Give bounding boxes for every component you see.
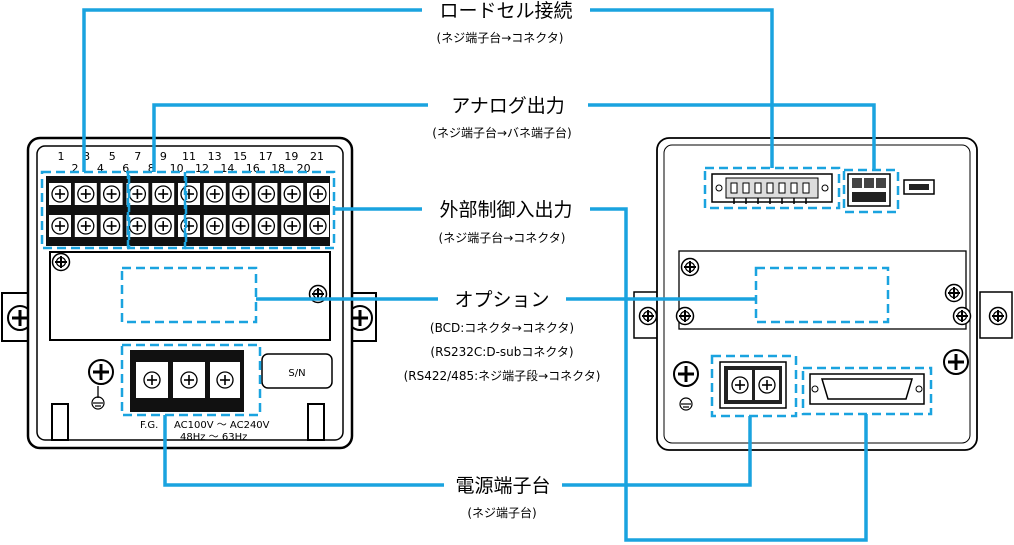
loadcell-connector — [711, 173, 833, 204]
fg-label: F.G. — [140, 420, 158, 431]
loadcell-sub: (ネジ端子台→コネクタ) — [437, 30, 564, 45]
terminal-screw-icon — [206, 217, 224, 235]
option-title: オプション — [454, 289, 549, 311]
terminal-screw-icon — [102, 217, 121, 235]
terminal-screw-icon — [283, 217, 302, 235]
option-sub-rs232c: (RS232C:D-subコネクタ) — [430, 345, 573, 359]
option-sub-bcd: (BCD:コネクタ→コネクタ) — [430, 321, 574, 335]
pin-number: 6 — [122, 162, 129, 175]
analog-spring-terminal — [847, 173, 891, 207]
terminal-screw-icon — [128, 185, 147, 203]
terminal-screw-icon — [51, 217, 69, 235]
pin-number: 1 — [58, 150, 65, 163]
terminal-screw-icon — [154, 217, 172, 235]
terminal-screw-icon — [283, 185, 302, 203]
pin-number: 13 — [208, 150, 222, 163]
screw-terminal-block — [46, 176, 330, 246]
terminal-screw-icon — [257, 185, 276, 203]
terminal-screw-icon — [154, 185, 172, 203]
voltage-label: AC100V ～ AC240V — [174, 420, 270, 431]
pin-number: 19 — [284, 150, 298, 163]
pin-number: 4 — [97, 162, 104, 175]
pin-number: 21 — [310, 150, 324, 163]
option-sub-rs422: (RS422/485:ネジ端子段→コネクタ) — [404, 368, 601, 383]
terminal-screw-icon — [309, 217, 327, 235]
terminal-screw-icon — [102, 185, 121, 203]
terminal-screw-icon — [231, 217, 250, 235]
terminal-screw-icon — [77, 185, 95, 203]
power-terminal-right — [719, 361, 787, 409]
dsub-connector — [809, 373, 925, 405]
power-sub: (ネジ端子台) — [467, 505, 536, 520]
terminal-screw-icon — [206, 185, 224, 203]
serial-label: S/N — [288, 368, 305, 379]
terminal-screw-icon — [180, 185, 198, 203]
power-terminal-block — [130, 350, 244, 412]
pin-number: 17 — [259, 150, 273, 163]
pin-number: 7 — [134, 150, 141, 163]
power-title: 電源端子台 — [455, 475, 550, 497]
pin-number: 8 — [148, 162, 155, 175]
analog-sub: (ネジ端子台→バネ端子台) — [432, 125, 571, 140]
pin-number: 2 — [72, 162, 79, 175]
terminal-screw-icon — [309, 185, 327, 203]
external-sub: (ネジ端子台→コネクタ) — [439, 230, 566, 245]
pin-number: 5 — [109, 150, 116, 163]
loadcell-title: ロードセル接続 — [439, 0, 572, 22]
terminal-screw-icon — [51, 185, 69, 203]
pin-number: 9 — [160, 150, 167, 163]
external-title: 外部制御入出力 — [439, 199, 572, 221]
analog-title: アナログ出力 — [451, 95, 565, 117]
right-rear-panel — [633, 137, 1013, 451]
terminal-screw-icon — [128, 217, 147, 235]
frequency-label: 48Hz ～ 63Hz — [180, 432, 247, 443]
terminal-screw-icon — [77, 217, 95, 235]
terminal-screw-icon — [231, 185, 250, 203]
pin-number: 15 — [233, 150, 247, 163]
terminal-screw-icon — [180, 217, 198, 235]
terminal-screw-icon — [257, 217, 276, 235]
pin-number: 3 — [83, 150, 90, 163]
pin-number: 11 — [182, 150, 196, 163]
leader-lines — [82, 8, 876, 542]
